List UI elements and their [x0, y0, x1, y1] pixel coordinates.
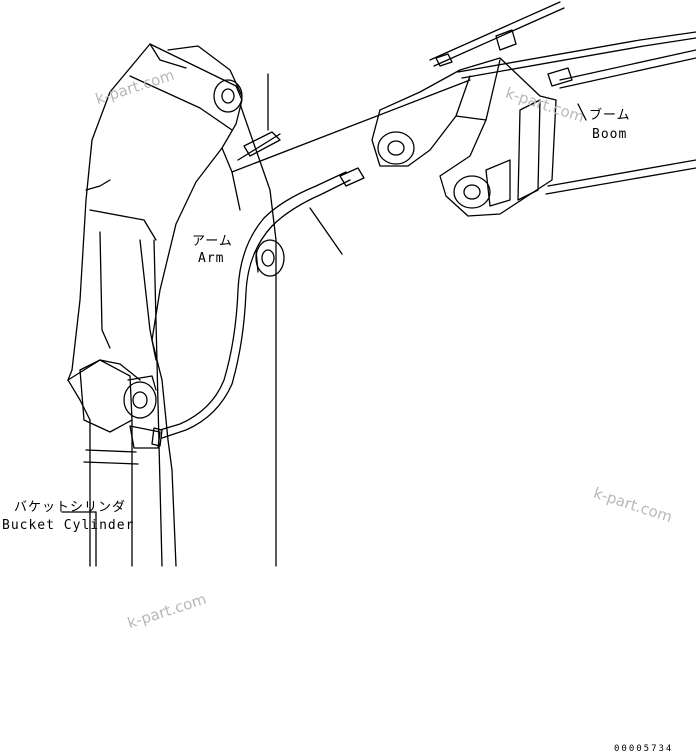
bucket-cylinder-label-jp: バケットシリンダ [14, 500, 127, 515]
boom-bracket [371, 57, 696, 217]
hose-to-boom [231, 73, 471, 255]
upper-pipes [429, 1, 696, 89]
cylinder-joint [79, 359, 163, 567]
boom-label-en: Boom [592, 127, 628, 142]
arm-hose [159, 167, 365, 439]
arm-label-jp: アーム [192, 234, 233, 249]
bucket-cylinder-label-en: Bucket Cylinder [2, 518, 135, 533]
arm-label-en: Arm [198, 251, 225, 266]
boom-label-jp: ブーム [589, 108, 631, 123]
arm-body [67, 43, 285, 567]
leader-lines [61, 103, 587, 567]
drawing-code: 00005734 [614, 744, 674, 754]
